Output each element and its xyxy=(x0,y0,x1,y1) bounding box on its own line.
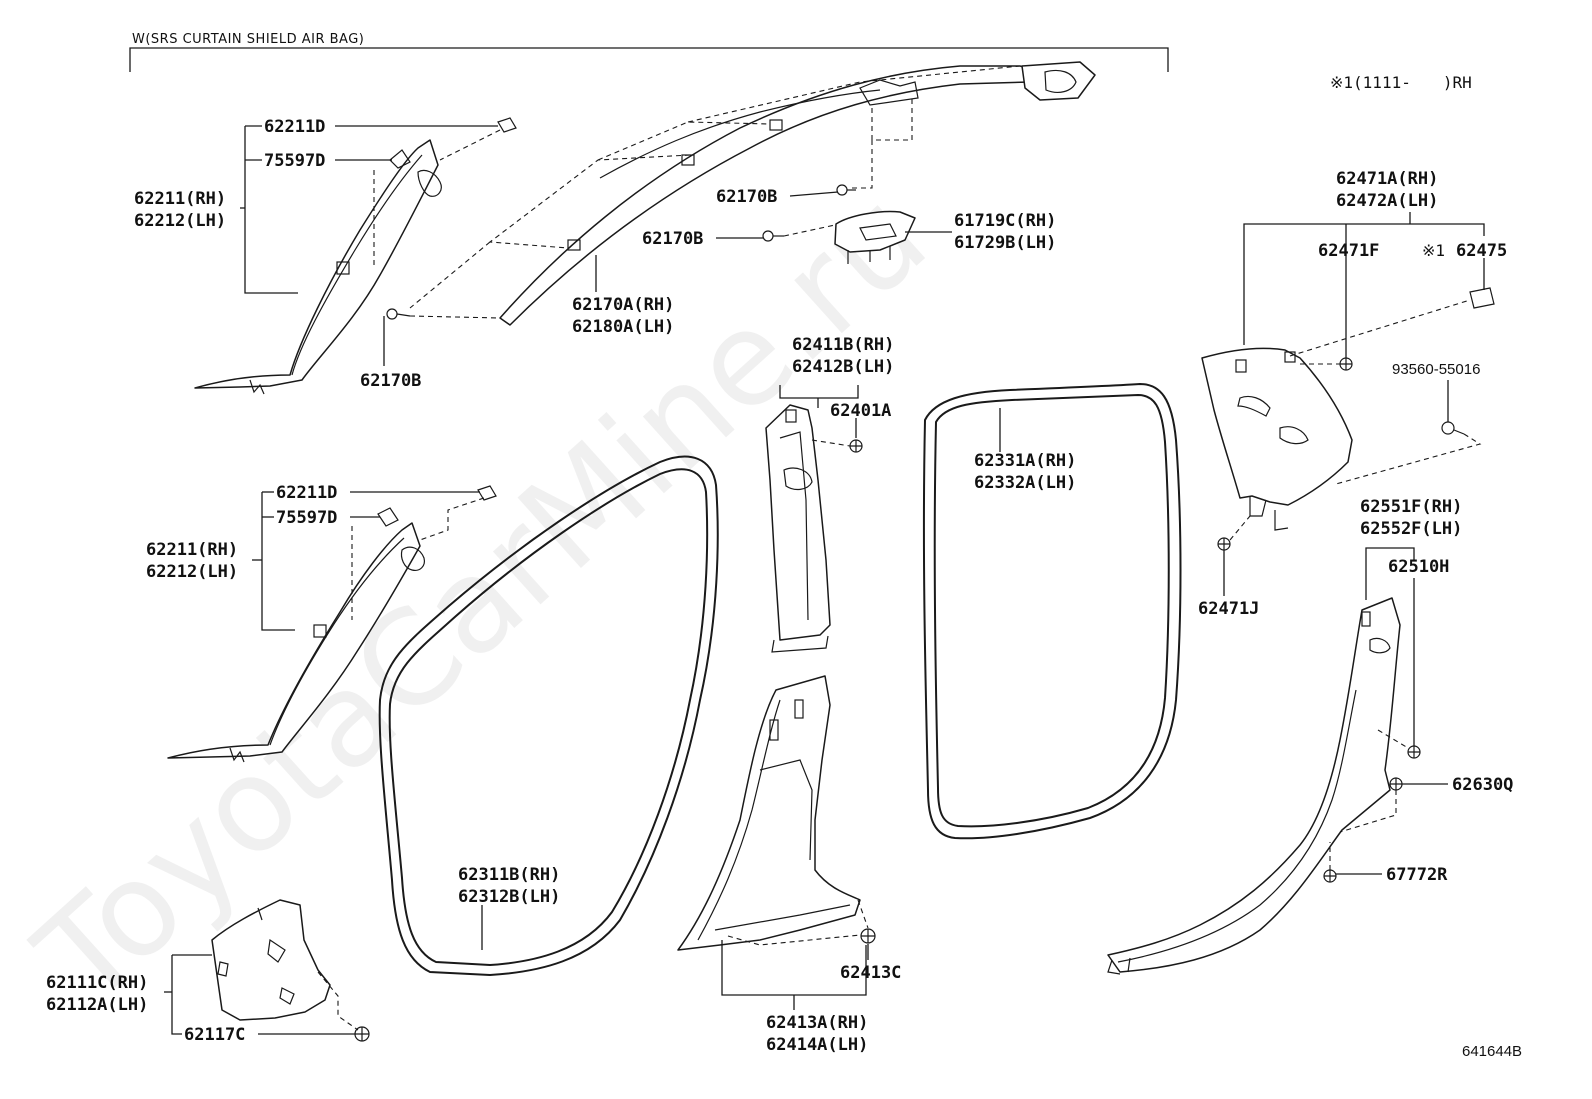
bolt-62170b-2 xyxy=(836,184,856,196)
label-75597d-upper: 75597D xyxy=(264,151,325,171)
pad-62475 xyxy=(1469,287,1495,309)
a-pillar-garnish-lower xyxy=(167,522,425,763)
label-62312b: 62312B(LH) xyxy=(458,887,560,907)
center-pillar-garnish-lower xyxy=(677,675,861,951)
variant-bracket: W(SRS CURTAIN SHIELD AIR BAG) xyxy=(129,32,1169,72)
label-62413a: 62413A(RH) xyxy=(766,1013,868,1033)
label-62414a: 62414A(LH) xyxy=(766,1035,868,1055)
roof-side-inner-garnish xyxy=(1201,347,1353,531)
label-62211d-lower: 62211D xyxy=(276,483,337,503)
callout-62413a: 62413C 62413A(RH) 62414A(LH) xyxy=(721,940,901,1055)
label-67772r: 67772R xyxy=(1386,865,1448,885)
label-75597d-lower: 75597D xyxy=(276,508,337,528)
diagram-reference: 641644B xyxy=(1462,1043,1522,1060)
label-62180a: 62180A(LH) xyxy=(572,317,674,337)
cowl-side-trim xyxy=(211,899,331,1021)
callout-62311b: 62311B(RH) 62312B(LH) xyxy=(458,865,560,950)
note-label: ※1(1111- )RH xyxy=(1330,73,1472,92)
label-62170b-1: 62170B xyxy=(360,371,421,391)
callout-62551f: 62551F(RH) 62552F(LH) 62510H 62630Q 6777… xyxy=(1336,497,1513,885)
label-61719c: 61719C(RH) xyxy=(954,211,1056,231)
callout-62111c: 62111C(RH) 62112A(LH) 62117C xyxy=(46,954,355,1045)
clip-62401a xyxy=(849,439,863,453)
label-62471a: 62471A(RH) xyxy=(1336,169,1438,189)
clip-62630q xyxy=(1389,777,1403,791)
label-62211-upper: 62211(RH) xyxy=(134,189,226,209)
clip-67772r xyxy=(1323,869,1337,883)
label-61729b: 61729B(LH) xyxy=(954,233,1056,253)
label-62510h: 62510H xyxy=(1388,557,1449,577)
front-door-weatherstrip xyxy=(378,455,719,977)
label-62311b: 62311B(RH) xyxy=(458,865,560,885)
clip-62413c xyxy=(860,928,876,944)
label-62630q: 62630Q xyxy=(1452,775,1513,795)
rear-door-scuff-plate xyxy=(1107,597,1401,975)
clip-62471f xyxy=(1339,357,1353,371)
callout-62411b: 62411B(RH) 62412B(LH) 62401A xyxy=(779,335,894,438)
label-62111c: 62111C(RH) xyxy=(46,973,148,993)
label-62551f: 62551F(RH) xyxy=(1360,497,1462,517)
label-62331a: 62331A(RH) xyxy=(974,451,1076,471)
callout-62331a: 62331A(RH) 62332A(LH) xyxy=(974,408,1076,493)
label-62412b: 62412B(LH) xyxy=(792,357,894,377)
label-62212-lower: 62212(LH) xyxy=(146,562,238,582)
clip-62510h xyxy=(1407,745,1421,759)
bolt-62170b-3 xyxy=(762,230,784,242)
clip-62211d-lower xyxy=(477,485,497,501)
label-62475: 62475 xyxy=(1456,241,1507,261)
center-pillar-garnish-upper xyxy=(765,404,831,653)
rear-door-weatherstrip xyxy=(922,382,1182,840)
label-62413c: 62413C xyxy=(840,963,901,983)
screw-93560-55016 xyxy=(1441,421,1465,435)
label-62112a: 62112A(LH) xyxy=(46,995,148,1015)
label-62401a: 62401A xyxy=(830,401,891,421)
callout-62471a: 62471A(RH) 62472A(LH) 62471F ※1 62475 93… xyxy=(1198,169,1507,619)
label-62332a: 62332A(LH) xyxy=(974,473,1076,493)
clip-75597d-upper xyxy=(389,149,411,169)
callouts-62170: 62170B 62170B 62170B 61719C(RH) 61729B(L… xyxy=(360,187,1056,391)
label-62552f: 62552F(LH) xyxy=(1360,519,1462,539)
label-62170b-2: 62170B xyxy=(716,187,777,207)
label-62471f: 62471F xyxy=(1318,241,1379,261)
callout-62211-upper: 62211D 75597D 62211(RH) 62212(LH) xyxy=(134,117,498,294)
label-93560-55016: 93560-55016 xyxy=(1392,361,1480,378)
variant-label: W(SRS CURTAIN SHIELD AIR BAG) xyxy=(132,32,364,47)
clip-75597d-lower xyxy=(377,507,399,527)
callout-62211-lower: 62211D 75597D 62211(RH) 62212(LH) xyxy=(146,483,480,631)
label-62472a: 62472A(LH) xyxy=(1336,191,1438,211)
a-pillar-garnish-upper xyxy=(194,139,442,395)
clip-62211d-upper xyxy=(497,117,517,133)
label-62411b: 62411B(RH) xyxy=(792,335,894,355)
label-62117c: 62117C xyxy=(184,1025,245,1045)
bolt-62170b-1 xyxy=(386,308,411,320)
curtain-shield-airbag xyxy=(499,61,1096,326)
label-62211d-upper: 62211D xyxy=(264,117,325,137)
label-62212-upper: 62212(LH) xyxy=(134,211,226,231)
label-62170a: 62170A(RH) xyxy=(572,295,674,315)
label-62471j: 62471J xyxy=(1198,599,1259,619)
assist-grip-bracket xyxy=(834,210,916,264)
label-62170b-3: 62170B xyxy=(642,229,703,249)
label-62211-lower: 62211(RH) xyxy=(146,540,238,560)
label-62475-mark: ※1 xyxy=(1422,241,1445,260)
clip-62471j xyxy=(1217,537,1231,551)
